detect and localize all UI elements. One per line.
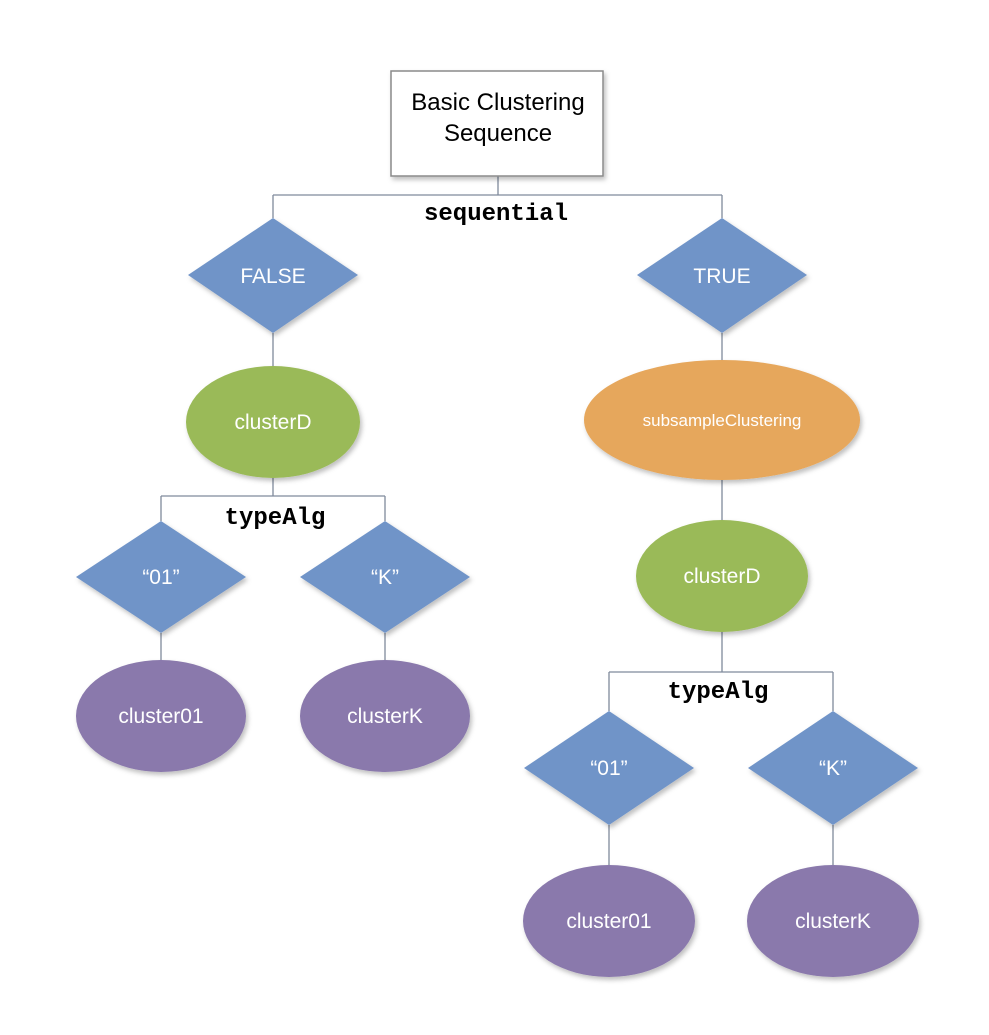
diamond-true: TRUE (637, 218, 807, 333)
right-clusterk-label: clusterK (795, 910, 871, 933)
left-k-label: “K” (371, 566, 399, 589)
diamond-right-k: “K” (748, 711, 918, 825)
root-title-line2: Sequence (444, 120, 552, 147)
diamond-false: FALSE (188, 218, 358, 333)
subsample-label: subsampleClustering (643, 411, 802, 430)
ellipse-subsample-clustering: subsampleClustering (584, 360, 860, 480)
left-clusterk-label: clusterK (347, 705, 423, 728)
ellipse-left-clusterd: clusterD (186, 366, 360, 478)
ellipse-right-clusterd: clusterD (636, 520, 808, 632)
edge-right-clusterd-to-typealg (608, 632, 834, 711)
right-clusterd-label: clusterD (683, 565, 760, 588)
diamond-left-01: “01” (76, 521, 246, 633)
diamond-left-k: “K” (300, 521, 470, 633)
diamond-right-01: “01” (524, 711, 694, 825)
edge-root-to-sequential (272, 176, 723, 218)
left-01-label: “01” (142, 566, 179, 589)
right-01-label: “01” (590, 757, 627, 780)
label-sequential: sequential (424, 201, 568, 228)
diamond-false-label: FALSE (240, 265, 305, 288)
ellipse-left-cluster01: cluster01 (76, 660, 246, 772)
ellipse-left-clusterk: clusterK (300, 660, 470, 772)
root-title-line1: Basic Clustering (411, 89, 584, 116)
left-clusterd-label: clusterD (234, 411, 311, 434)
ellipse-right-clusterk: clusterK (747, 865, 919, 977)
label-typealg-right: typeAlg (668, 679, 769, 706)
root-node: Basic Clustering Sequence (390, 70, 604, 177)
ellipse-right-cluster01: cluster01 (523, 865, 695, 977)
right-k-label: “K” (819, 757, 847, 780)
right-cluster01-label: cluster01 (566, 910, 651, 933)
left-cluster01-label: cluster01 (118, 705, 203, 728)
label-typealg-left: typeAlg (225, 505, 326, 532)
diamond-true-label: TRUE (693, 265, 750, 288)
connectors (160, 176, 834, 865)
edge-left-clusterd-to-typealg (160, 478, 386, 521)
